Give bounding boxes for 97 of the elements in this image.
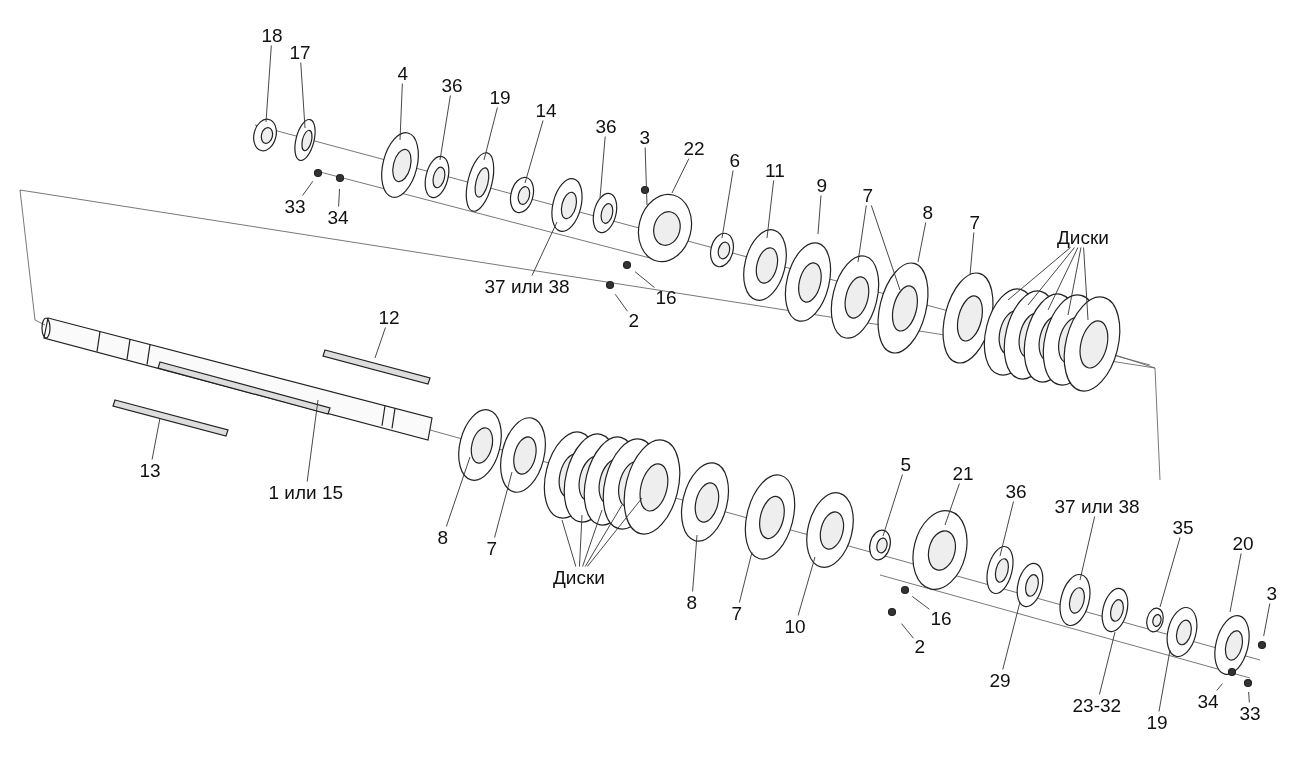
callout-number: 20 <box>1231 532 1255 554</box>
callout-number: 33 <box>1238 702 1262 724</box>
callout-number: 3 <box>638 126 652 148</box>
leader-line <box>483 107 498 161</box>
leader-line <box>300 62 306 129</box>
leader-line <box>917 222 927 263</box>
callout-number: 34 <box>326 206 350 228</box>
callout-number: Диски <box>552 566 606 588</box>
callout-number: 21 <box>951 462 975 484</box>
callout-number: 8 <box>436 526 450 548</box>
leader-line <box>944 483 960 526</box>
callout-number: 8 <box>685 591 699 613</box>
callout-number: 9 <box>815 174 829 196</box>
callout-number: 36 <box>1004 480 1028 502</box>
callout-number: 12 <box>377 306 401 328</box>
leader-line <box>151 417 161 460</box>
callout-number: 8 <box>921 201 935 223</box>
leader-line <box>1027 247 1075 306</box>
leader-line <box>999 501 1014 557</box>
leader-line <box>306 399 319 482</box>
leader-line <box>1263 603 1271 637</box>
leader-line <box>901 623 914 639</box>
callout-number: 6 <box>728 149 742 171</box>
leader-line <box>1248 691 1250 703</box>
callout-number: 19 <box>488 86 512 108</box>
leader-line <box>1229 553 1242 613</box>
leader-line <box>870 205 901 291</box>
callout-number: 2 <box>627 309 641 331</box>
callout-number: 22 <box>682 137 706 159</box>
leader-line <box>644 147 648 206</box>
leader-line <box>582 509 603 567</box>
callout-number: 17 <box>288 41 312 63</box>
leader-line <box>374 327 386 359</box>
callout-number: 7 <box>485 537 499 559</box>
leader-line <box>1098 631 1116 695</box>
callout-number: 7 <box>968 211 982 233</box>
leader-line <box>969 232 975 276</box>
leader-line <box>671 158 690 194</box>
callout-number: 13 <box>138 459 162 481</box>
callout-number: Диски <box>1056 226 1110 248</box>
leader-line <box>738 551 753 603</box>
callout-number: 10 <box>783 615 807 637</box>
leader-line <box>797 556 816 616</box>
leader-line <box>1079 516 1096 581</box>
callout-number: 23-32 <box>1071 694 1123 716</box>
leader-line <box>692 534 698 592</box>
leader-line <box>579 514 583 567</box>
leader-line <box>599 136 606 199</box>
callout-number: 34 <box>1196 690 1220 712</box>
leader-line <box>1159 537 1181 608</box>
leader-line <box>265 45 272 123</box>
callout-number: 33 <box>283 195 307 217</box>
callout-number: 35 <box>1171 516 1195 538</box>
leader-line <box>1083 247 1089 321</box>
leader-line <box>399 83 403 141</box>
callout-number: 37 или 38 <box>1053 495 1141 517</box>
callout-number: 5 <box>899 453 913 475</box>
callout-number: 29 <box>988 669 1012 691</box>
callout-number: 19 <box>1145 711 1169 733</box>
callout-number: 37 или 38 <box>483 275 571 297</box>
leader-line <box>338 188 340 207</box>
callout-number: 16 <box>654 286 678 308</box>
leader-line <box>857 205 867 263</box>
callout-number: 1 или 15 <box>267 481 345 503</box>
leader-line <box>1067 247 1082 316</box>
callout-number: 11 <box>764 159 786 181</box>
callout-number: 36 <box>440 74 464 96</box>
leader-line <box>1216 683 1223 691</box>
callout-number: 2 <box>913 635 927 657</box>
leader-line <box>1007 247 1071 301</box>
leader-line <box>439 95 451 161</box>
leader-line <box>766 180 775 239</box>
callout-number: 18 <box>260 24 284 46</box>
leader-line <box>614 293 628 312</box>
callout-number: 7 <box>861 184 875 206</box>
callout-number: 36 <box>594 115 618 137</box>
leader-line <box>911 595 930 610</box>
callout-number: 16 <box>929 607 953 629</box>
leader-line <box>1047 247 1079 311</box>
leader-line <box>586 497 643 567</box>
leader-line <box>584 504 623 567</box>
callout-number: 3 <box>1265 582 1279 604</box>
leader-line <box>561 519 577 567</box>
leader-line <box>445 456 471 527</box>
callout-number: 14 <box>534 99 558 121</box>
leader-line <box>882 474 903 537</box>
leader-line <box>634 271 655 289</box>
leader-line <box>524 120 544 184</box>
leader-line <box>531 221 558 276</box>
leader-line <box>494 471 513 538</box>
leader-line <box>1158 649 1171 712</box>
callout-number: 7 <box>730 602 744 624</box>
leader-line <box>1002 601 1021 670</box>
leader-line <box>302 180 314 196</box>
leader-line <box>721 170 734 239</box>
callout-number: 4 <box>396 62 410 84</box>
leader-line <box>817 195 822 235</box>
